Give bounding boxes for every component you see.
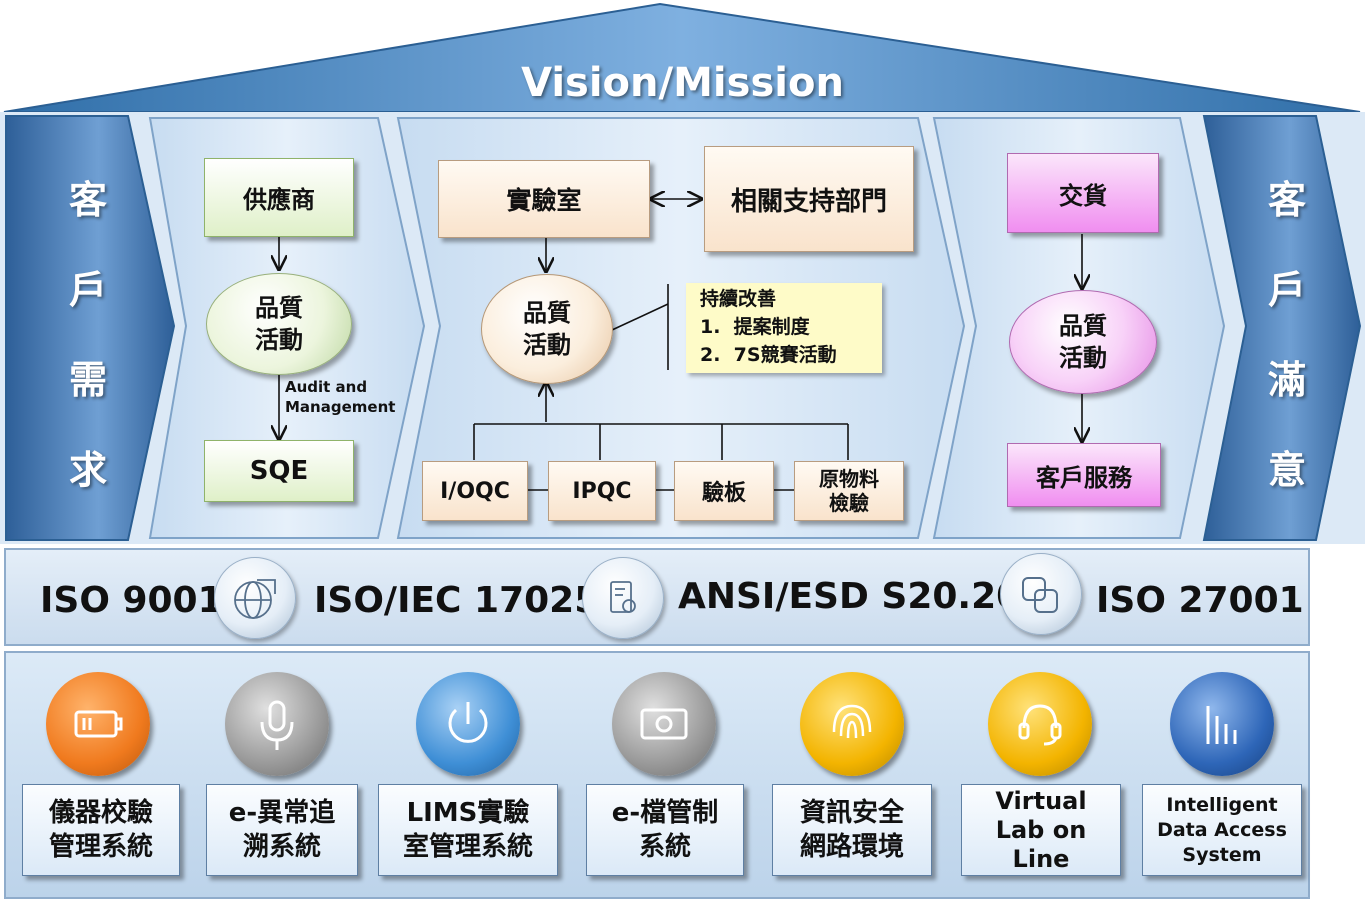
support-department-box: 相關支持部門 (704, 146, 914, 252)
raw-material-inspection-box: 原物料檢驗 (794, 461, 904, 521)
e-document-control-system[interactable]: e-檔管制系統 (586, 784, 744, 876)
board-inspection-box: 驗板 (674, 461, 774, 521)
overlapping-squares-icon (1000, 553, 1082, 635)
globe-icon (214, 557, 296, 639)
e-anomaly-tracking-system[interactable]: e-異常追溯系統 (206, 784, 358, 876)
information-security-network[interactable]: 資訊安全網路環境 (772, 784, 932, 876)
iso-9001-label: ISO 9001 (40, 580, 223, 621)
delivery-box: 交貨 (1007, 153, 1159, 233)
document-settings-icon (582, 557, 664, 639)
continuous-improvement-note: 持續改善 1. 提案制度 2. 7S競賽活動 (686, 283, 882, 373)
microphone-icon (225, 672, 329, 776)
customer-satisfaction-label: 客戶 滿意 (1267, 178, 1306, 492)
ansi-esd-label: ANSI/ESD S20.20 (678, 576, 1022, 617)
supplier-quality-activity-ellipse: 品質活動 (206, 273, 352, 375)
iso-iec-17025-label: ISO/IEC 17025 (314, 580, 600, 621)
lab-quality-activity-ellipse: 品質活動 (481, 274, 613, 384)
delivery-quality-activity-ellipse: 品質活動 (1009, 290, 1157, 394)
battery-icon (46, 672, 150, 776)
fingerprint-icon (800, 672, 904, 776)
lab-box: 實驗室 (438, 160, 650, 238)
supplier-box: 供應商 (204, 158, 354, 237)
customer-service-box: 客戶服務 (1007, 443, 1161, 507)
chart-icon (1170, 672, 1274, 776)
lims-system[interactable]: LIMS實驗室管理系統 (378, 784, 558, 876)
sqe-box: SQE (204, 440, 354, 502)
power-icon (416, 672, 520, 776)
instrument-calibration-system[interactable]: 儀器校驗管理系統 (22, 784, 180, 876)
iso-27001-label: ISO 27001 (1096, 580, 1304, 621)
flow-connectors (0, 0, 1365, 491)
customer-need-label: 客戶 需求 (68, 178, 107, 492)
ipqc-box: IPQC (548, 461, 656, 521)
headset-icon (988, 672, 1092, 776)
ioqc-box: I/OQC (422, 461, 528, 521)
vision-mission-title: Vision/Mission (521, 60, 844, 106)
document-icon (612, 672, 716, 776)
